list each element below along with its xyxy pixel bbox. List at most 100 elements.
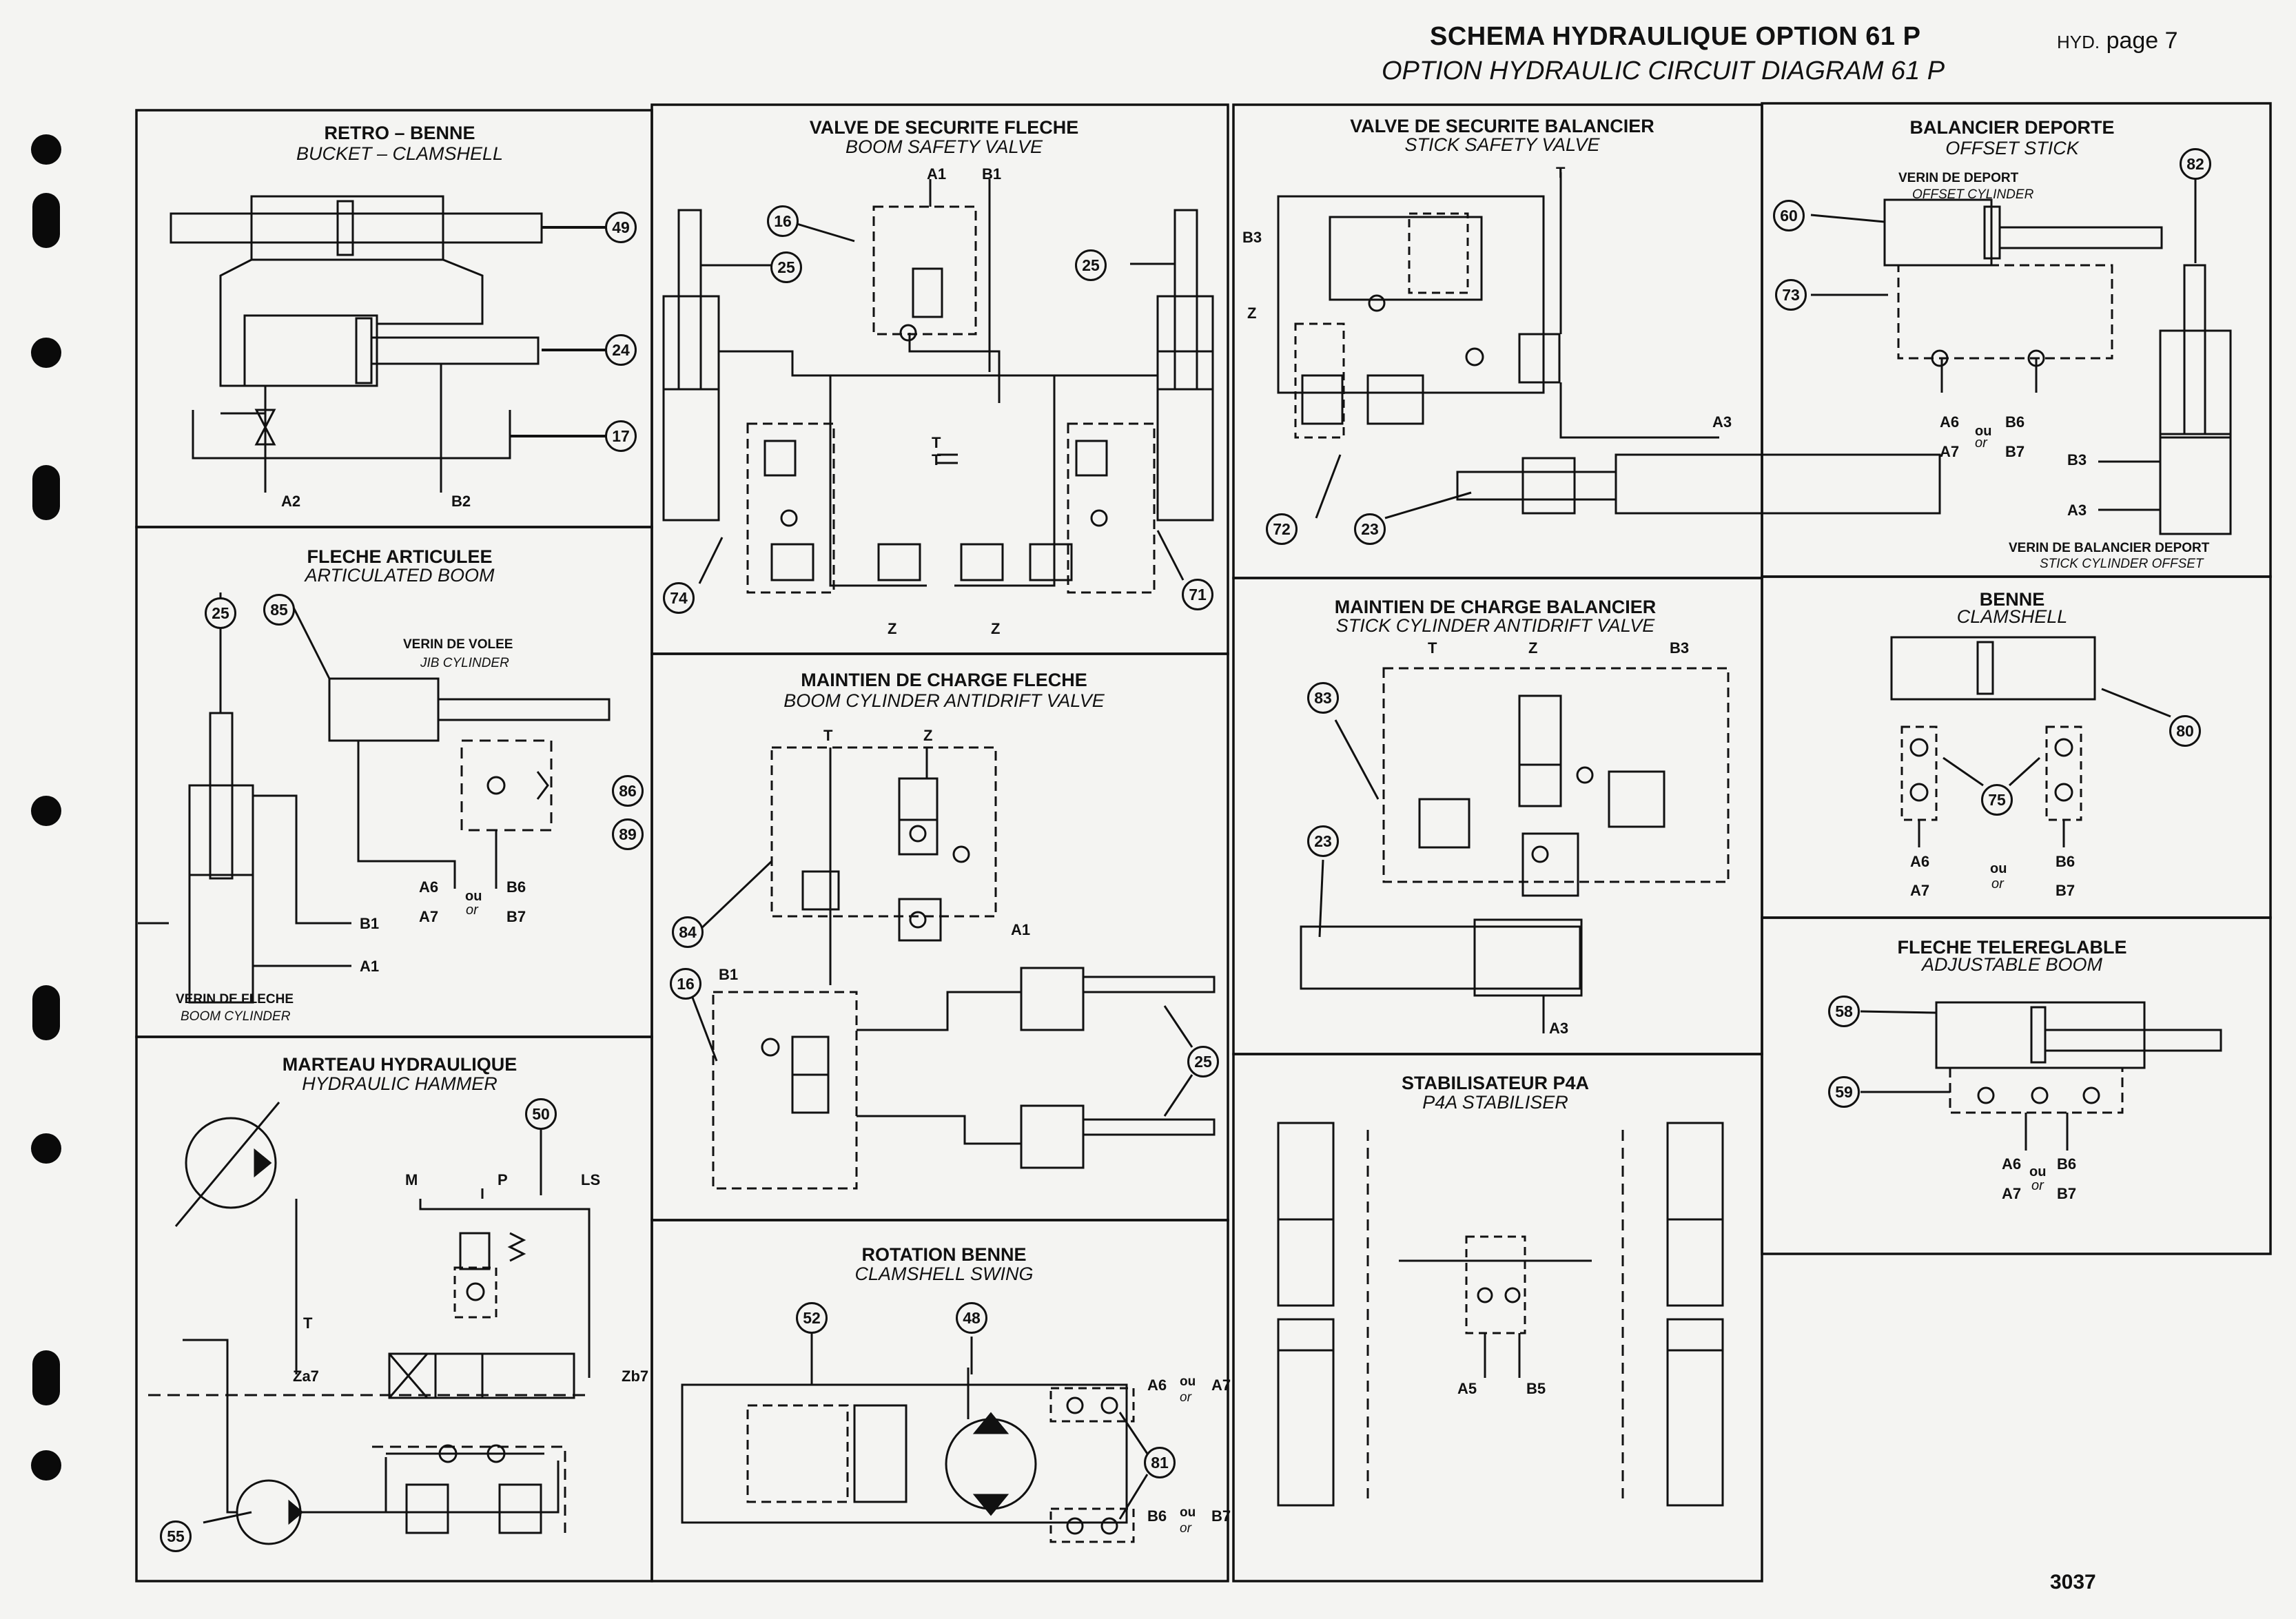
ou-label: ou xyxy=(2029,1164,2047,1179)
panel-title-retro-benne: RETRO – BENNE xyxy=(324,123,475,143)
port-label: B3 xyxy=(2067,451,2087,468)
panel-grid xyxy=(136,103,2271,1581)
ou-label: ou xyxy=(465,889,482,904)
port-label: A7 xyxy=(1940,443,1960,460)
port-label: A6 xyxy=(1910,853,1930,870)
or-label: or xyxy=(466,903,478,918)
port-label: T xyxy=(1428,639,1437,657)
port-label: B1 xyxy=(719,966,739,983)
offset-cylinder-label-en: OFFSET CYLINDER xyxy=(1912,187,2034,202)
jib-cylinder-label-en: JIB CYLINDER xyxy=(420,656,509,670)
stick-cylinder-label-en: STICK CYLINDER OFFSET xyxy=(2040,557,2204,571)
benne-schematic xyxy=(1892,637,2095,847)
callout-bubble: 16 xyxy=(767,205,799,237)
maintien-balancier-schematic xyxy=(1301,668,1728,1033)
callout-bubble: 25 xyxy=(770,251,802,283)
port-label: B6 xyxy=(2057,1155,2077,1173)
callout-bubble: 60 xyxy=(1773,200,1805,231)
valve-sec-fleche-schematic xyxy=(664,179,1213,592)
port-label: A7 xyxy=(1910,882,1930,899)
panel-subtitle-maintien-balancier: STICK CYLINDER ANTIDRIFT VALVE xyxy=(1335,615,1655,636)
port-label: Za7 xyxy=(293,1368,319,1385)
ou-label: ou xyxy=(1180,1505,1196,1520)
diagram-title: SCHEMA HYDRAULIQUE OPTION 61 P xyxy=(1430,22,1921,51)
or-label: or xyxy=(1180,1521,1191,1536)
panel-subtitle-rotation-benne: CLAMSHELL SWING xyxy=(854,1264,1034,1284)
stabilisateur-schematic xyxy=(1278,1123,1723,1505)
boom-cylinder-label-en: BOOM CYLINDER xyxy=(181,1009,291,1024)
callout-bubble: 58 xyxy=(1828,996,1860,1027)
callout-bubble: 74 xyxy=(663,582,695,614)
callout-bubble: 71 xyxy=(1182,579,1213,610)
page-prefix: HYD. xyxy=(2057,32,2100,52)
port-label: A1 xyxy=(1011,921,1031,938)
port-label: Z xyxy=(888,620,897,637)
port-label: Z xyxy=(1528,639,1538,657)
binder-hole xyxy=(32,1350,60,1405)
panel-title-valve-sec-balancier: VALVE DE SECURITE BALANCIER xyxy=(1350,116,1654,136)
port-label: B7 xyxy=(2056,882,2075,899)
callout-bubble: 16 xyxy=(670,968,701,1000)
port-label: P xyxy=(498,1171,508,1188)
port-label: A1 xyxy=(360,958,380,975)
diagram-subtitle: OPTION HYDRAULIC CIRCUIT DIAGRAM 61 P xyxy=(1382,56,1945,85)
panel-subtitle-marteau: HYDRAULIC HAMMER xyxy=(302,1073,498,1094)
panel-subtitle-stabilisateur: P4A STABILISER xyxy=(1422,1092,1568,1113)
callout-bubble: 49 xyxy=(605,212,637,243)
port-label: A7 xyxy=(419,908,439,925)
page-label: page 7 xyxy=(2106,28,2178,54)
panel-title-fleche-articulee: FLECHE ARTICULEE xyxy=(307,546,493,567)
port-label: B6 xyxy=(2056,853,2075,870)
callout-bubble: 23 xyxy=(1354,513,1386,545)
port-label: LS xyxy=(581,1171,601,1188)
port-label: Z xyxy=(923,727,933,744)
port-label: A3 xyxy=(1712,413,1732,431)
port-label: B1 xyxy=(360,915,380,932)
callout-bubble: 83 xyxy=(1307,682,1339,714)
callout-bubble: 75 xyxy=(1981,784,2013,816)
port-label: Z xyxy=(991,620,1001,637)
port-label: A5 xyxy=(1457,1380,1477,1397)
panel-subtitle-retro-benne: BUCKET – CLAMSHELL xyxy=(296,143,504,164)
port-label: Z xyxy=(1247,305,1257,322)
binder-hole xyxy=(31,796,61,826)
callout-bubble: 50 xyxy=(525,1098,557,1130)
port-label: T xyxy=(303,1314,313,1332)
callout-bubble: 55 xyxy=(160,1520,192,1552)
port-label: A7 xyxy=(1211,1376,1231,1394)
or-label: or xyxy=(1975,435,1987,451)
port-label: A3 xyxy=(1549,1020,1569,1037)
port-label: T xyxy=(932,434,941,451)
callout-leaders xyxy=(203,178,2195,1523)
callout-bubble: 85 xyxy=(263,594,295,626)
panel-title-fleche-telereglable: FLECHE TELEREGLABLE xyxy=(1897,937,2127,958)
sheet-number: 3037 xyxy=(2050,1571,2096,1594)
port-label: T xyxy=(1556,164,1566,181)
port-label: B7 xyxy=(2057,1185,2077,1202)
binder-hole xyxy=(32,193,60,248)
binder-hole xyxy=(32,465,60,520)
panel-title-benne: BENNE xyxy=(1979,589,2045,610)
port-label: B7 xyxy=(2005,443,2025,460)
offset-cylinder-label-fr: VERIN DE DEPORT xyxy=(1898,171,2019,185)
port-label: B7 xyxy=(1211,1507,1231,1525)
page-indicator: HYD. page 7 xyxy=(2057,28,2178,54)
port-label: A6 xyxy=(1147,1376,1167,1394)
valve-sec-balancier-schematic xyxy=(1278,172,1940,513)
panel-title-stabilisateur: STABILISATEUR P4A xyxy=(1401,1073,1590,1093)
rotation-benne-schematic xyxy=(682,1368,1134,1542)
port-label: B6 xyxy=(1147,1507,1167,1525)
port-label: B3 xyxy=(1670,639,1690,657)
panel-title-maintien-fleche: MAINTIEN DE CHARGE FLECHE xyxy=(801,670,1087,690)
boom-cylinder-label-fr: VERIN DE FLECHE xyxy=(176,992,294,1007)
panel-subtitle-balancier-deporte: OFFSET STICK xyxy=(1945,138,2079,158)
callout-bubble: 89 xyxy=(612,818,644,850)
ou-label: ou xyxy=(1975,424,1992,439)
retro-benne-schematic xyxy=(171,196,606,493)
port-label: A6 xyxy=(1940,413,1960,431)
panel-subtitle-fleche-telereglable: ADJUSTABLE BOOM xyxy=(1921,954,2103,975)
port-label: B2 xyxy=(451,493,471,510)
ou-label: ou xyxy=(1990,861,2007,876)
callout-bubble: 25 xyxy=(205,597,236,629)
